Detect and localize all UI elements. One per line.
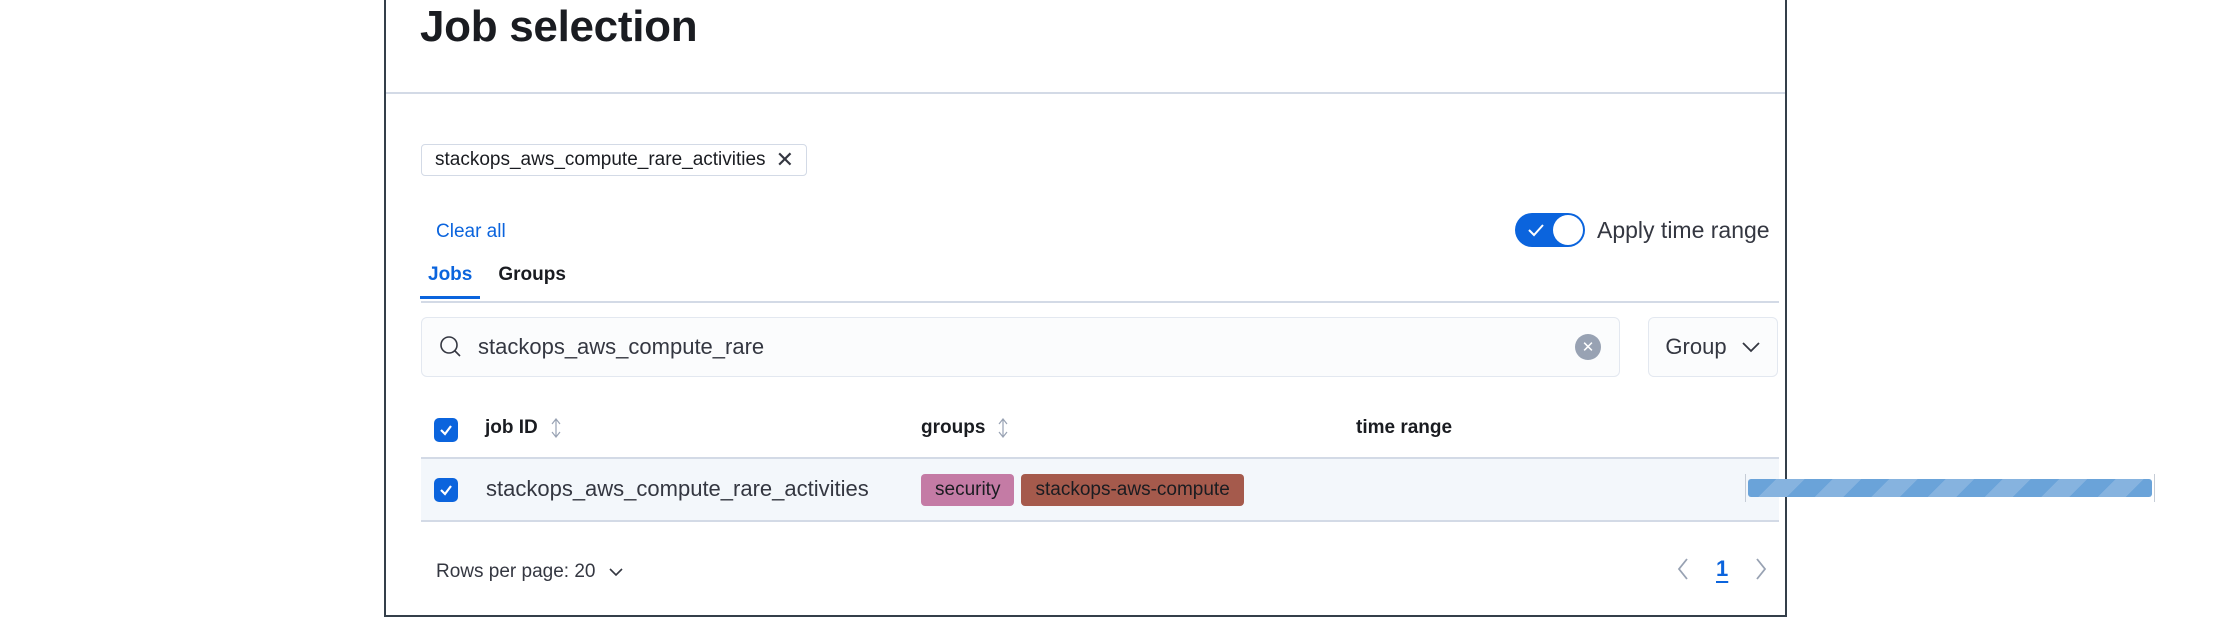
- search-field[interactable]: ✕: [421, 317, 1620, 377]
- apply-time-range-label: Apply time range: [1597, 216, 1770, 243]
- close-icon[interactable]: ✕: [775, 147, 794, 172]
- selected-job-chip-label: stackops_aws_compute_rare_activities: [435, 149, 766, 170]
- page-title: Job selection: [420, 2, 698, 51]
- tabs-divider: [421, 301, 1779, 303]
- column-header-groups[interactable]: groups: [921, 417, 1011, 439]
- group-filter-button[interactable]: Group: [1648, 317, 1778, 377]
- rows-per-page-select[interactable]: Rows per page: 20: [436, 561, 624, 583]
- chevron-down-icon: [1741, 342, 1760, 353]
- search-input[interactable]: [476, 333, 1575, 361]
- sort-icon: [551, 418, 561, 438]
- select-all-checkbox[interactable]: [434, 418, 458, 442]
- page-1-button[interactable]: 1: [1716, 556, 1729, 581]
- sort-icon: [998, 418, 1008, 438]
- chevron-down-icon: [608, 568, 623, 577]
- column-header-label: groups: [921, 417, 986, 438]
- check-icon: [440, 485, 452, 496]
- header-divider: [386, 92, 1785, 94]
- tab-jobs[interactable]: Jobs: [420, 264, 481, 299]
- time-range-cell: [1745, 474, 2155, 502]
- groups-cell: security stackops-aws-compute: [921, 474, 1244, 506]
- column-header-time-range: time range: [1356, 417, 1452, 439]
- tab-groups[interactable]: Groups: [498, 264, 566, 285]
- time-range-end-tick: [2154, 474, 2155, 502]
- pagination: 1: [1676, 556, 1768, 582]
- job-selection-panel: Job selection stackops_aws_compute_rare_…: [384, 0, 2155, 617]
- column-header-label: job ID: [485, 417, 538, 438]
- table-row[interactable]: [421, 457, 1779, 522]
- clear-all-link[interactable]: Clear all: [436, 221, 506, 242]
- tab-bar: Jobs Groups: [420, 264, 584, 299]
- rows-per-page-label: Rows per page: 20: [436, 561, 596, 582]
- toggle-switch[interactable]: [1515, 213, 1585, 247]
- time-range-bar: [1748, 479, 2152, 497]
- chevron-right-icon[interactable]: [1754, 556, 1768, 582]
- group-badge-stackops-aws-compute[interactable]: stackops-aws-compute: [1021, 474, 1244, 506]
- chevron-left-icon[interactable]: [1676, 556, 1690, 582]
- column-header-label: time range: [1356, 417, 1453, 438]
- check-icon: [440, 425, 452, 436]
- selected-job-chip: stackops_aws_compute_rare_activities ✕: [421, 144, 807, 176]
- row-checkbox[interactable]: [434, 478, 458, 502]
- column-header-job-id[interactable]: job ID: [485, 417, 564, 439]
- group-badge-security[interactable]: security: [921, 474, 1015, 506]
- toggle-knob: [1553, 215, 1583, 245]
- apply-time-range-switch[interactable]: Apply time range: [1515, 213, 1770, 247]
- time-range-start-tick: [1745, 474, 1746, 502]
- clear-icon[interactable]: ✕: [1575, 334, 1601, 360]
- check-icon: [1528, 224, 1544, 237]
- job-id-cell: stackops_aws_compute_rare_activities: [486, 476, 869, 501]
- search-icon: [440, 336, 461, 357]
- group-filter-label: Group: [1665, 334, 1727, 359]
